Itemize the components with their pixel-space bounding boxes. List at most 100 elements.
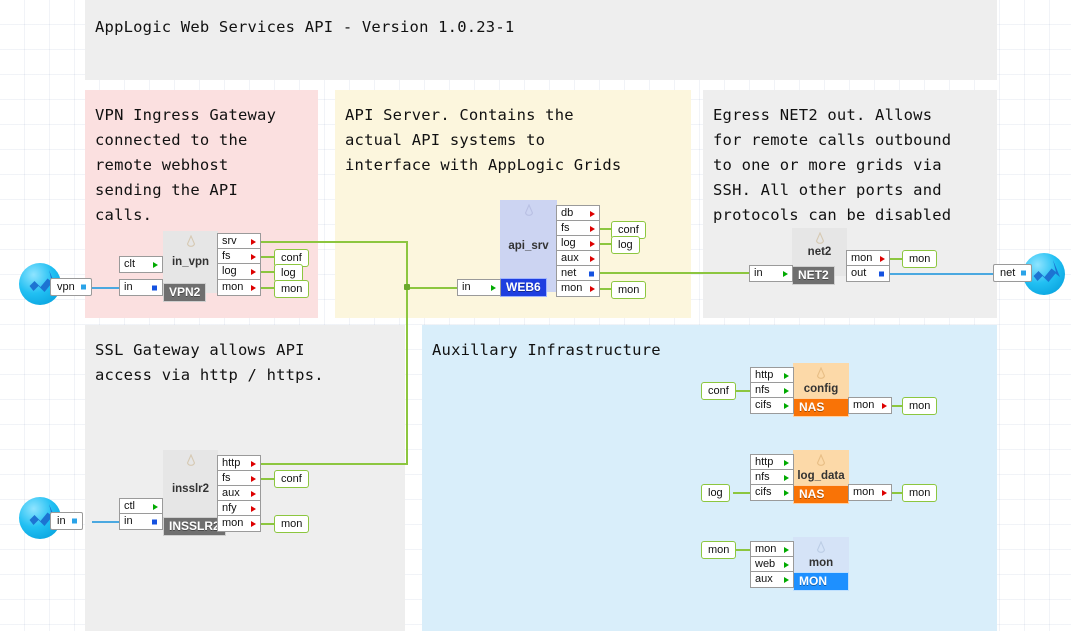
endpoint-net-out[interactable]: net xyxy=(993,264,1033,282)
endpoint-net2-mon[interactable]: mon xyxy=(902,250,938,268)
wire-net2-mon xyxy=(885,258,903,260)
arrow-icon xyxy=(590,285,595,292)
port-out-mon[interactable]: mon xyxy=(217,515,261,532)
endpoint-mon-mon[interactable]: mon xyxy=(701,541,737,559)
endpoint-ssl-mon[interactable]: mon xyxy=(274,515,310,533)
component-insslr2[interactable]: insslr2 xyxy=(163,450,218,527)
arrow-icon xyxy=(251,268,256,275)
port-in-in[interactable]: in xyxy=(119,513,163,530)
endpoint-logdata-mon[interactable]: mon xyxy=(902,484,938,502)
arrow-icon xyxy=(882,489,887,496)
bulb-icon xyxy=(816,367,826,379)
bulb-icon xyxy=(816,541,826,553)
bulb-icon xyxy=(524,204,533,216)
port-label: mon xyxy=(851,252,873,264)
port-out-log[interactable]: log xyxy=(217,263,261,280)
port-in-in[interactable]: in xyxy=(749,265,793,282)
port-in-in[interactable]: in xyxy=(119,279,163,296)
panel-ssl-text: SSL Gateway allows API access via http /… xyxy=(95,341,324,384)
port-label: aux xyxy=(755,573,773,585)
component-tag-vpn2[interactable]: VPN2 xyxy=(163,283,207,302)
port-label: fs xyxy=(561,222,570,234)
port-label: in xyxy=(754,267,763,279)
arrow-icon xyxy=(153,503,158,510)
port-in-aux[interactable]: aux xyxy=(750,571,794,588)
port-label: srv xyxy=(222,235,237,247)
panel-title: AppLogic Web Services API - Version 1.0.… xyxy=(85,0,997,80)
port-label: cifs xyxy=(755,486,772,498)
component-name: log_data xyxy=(797,470,845,482)
port-out-net[interactable]: net xyxy=(556,265,600,282)
endpoint-ssl-conf[interactable]: conf xyxy=(274,470,309,488)
port-label: http xyxy=(222,457,241,469)
endpoint-vpn-in[interactable]: vpn xyxy=(50,278,92,296)
arrow-icon xyxy=(784,576,789,583)
component-name: config xyxy=(803,383,839,395)
port-label: fs xyxy=(222,250,231,262)
wire-logdata-mon xyxy=(885,492,903,494)
arrow-icon xyxy=(590,255,595,262)
port-label: http xyxy=(755,456,774,468)
wire-vpn-endpoint xyxy=(92,287,120,289)
port-in-http[interactable]: http xyxy=(750,367,794,384)
wire-api-log xyxy=(596,243,612,245)
endpoint-config-mon[interactable]: mon xyxy=(902,397,938,415)
endpoint-api-mon[interactable]: mon xyxy=(611,281,647,299)
component-tag-net2[interactable]: NET2 xyxy=(792,266,835,285)
port-out-mon[interactable]: mon xyxy=(556,280,600,297)
port-label: mon xyxy=(561,282,583,294)
wire-ssl-fs xyxy=(258,478,275,480)
bulb-icon xyxy=(186,235,195,247)
endpoint-ssl-in[interactable]: in xyxy=(50,512,83,530)
bulb-icon xyxy=(186,454,195,466)
port-in-cifs[interactable]: cifs xyxy=(750,484,794,501)
port-label: in xyxy=(124,281,133,293)
arrow-icon xyxy=(491,284,496,291)
component-tag-mon[interactable]: MON xyxy=(793,572,849,591)
wire-vpn-fs xyxy=(258,256,275,258)
port-out-out[interactable]: out xyxy=(846,265,890,282)
port-out-aux[interactable]: aux xyxy=(217,485,261,502)
endpoint-api-log[interactable]: log xyxy=(611,236,640,254)
arrow-icon xyxy=(590,225,595,232)
wire-vpn-srv-down xyxy=(406,241,408,288)
endpoint-logdata-log[interactable]: log xyxy=(701,484,730,502)
port-label: mon xyxy=(222,517,244,529)
port-in-clt[interactable]: clt xyxy=(119,256,163,273)
arrow-icon xyxy=(784,561,789,568)
arrow-icon xyxy=(590,240,595,247)
wire-api-net xyxy=(596,272,750,274)
wire-junction-dot xyxy=(404,284,410,290)
port-in-in[interactable]: in xyxy=(457,279,501,296)
arrow-icon xyxy=(251,490,256,497)
port-label: in xyxy=(124,515,133,527)
port-out-mon[interactable]: mon xyxy=(848,484,892,501)
arrow-icon xyxy=(784,474,789,481)
panel-vpn-text: VPN Ingress Gateway connected to the rem… xyxy=(95,106,277,224)
port-in-nfs[interactable]: nfs xyxy=(750,382,794,399)
endpoint-vpn-mon[interactable]: mon xyxy=(274,280,310,298)
wire-api-mon xyxy=(596,288,612,290)
network-globe-icon[interactable] xyxy=(1022,252,1066,296)
component-tag-nas-logdata[interactable]: NAS xyxy=(793,485,849,504)
port-label: db xyxy=(561,207,574,219)
port-dot-icon xyxy=(1021,270,1027,276)
port-in-cifs[interactable]: cifs xyxy=(750,397,794,414)
component-name: net2 xyxy=(807,246,832,258)
arrow-icon xyxy=(784,387,789,394)
wire-config-mon xyxy=(885,405,903,407)
port-dot-icon xyxy=(80,284,86,290)
endpoint-vpn-conf[interactable]: conf xyxy=(274,249,309,267)
endpoint-config-conf[interactable]: conf xyxy=(701,382,736,400)
port-out-mon[interactable]: mon xyxy=(217,279,261,296)
port-label: cifs xyxy=(755,399,772,411)
arrow-icon xyxy=(882,402,887,409)
port-label: net xyxy=(561,267,577,279)
arrow-icon xyxy=(784,372,789,379)
port-dot-icon xyxy=(589,271,594,276)
port-out-mon[interactable]: mon xyxy=(848,397,892,414)
port-dot-icon xyxy=(152,519,157,524)
component-tag-nas-config[interactable]: NAS xyxy=(793,398,849,417)
component-tag-web6[interactable]: WEB6 xyxy=(500,278,547,297)
component-name: insslr2 xyxy=(171,482,210,495)
